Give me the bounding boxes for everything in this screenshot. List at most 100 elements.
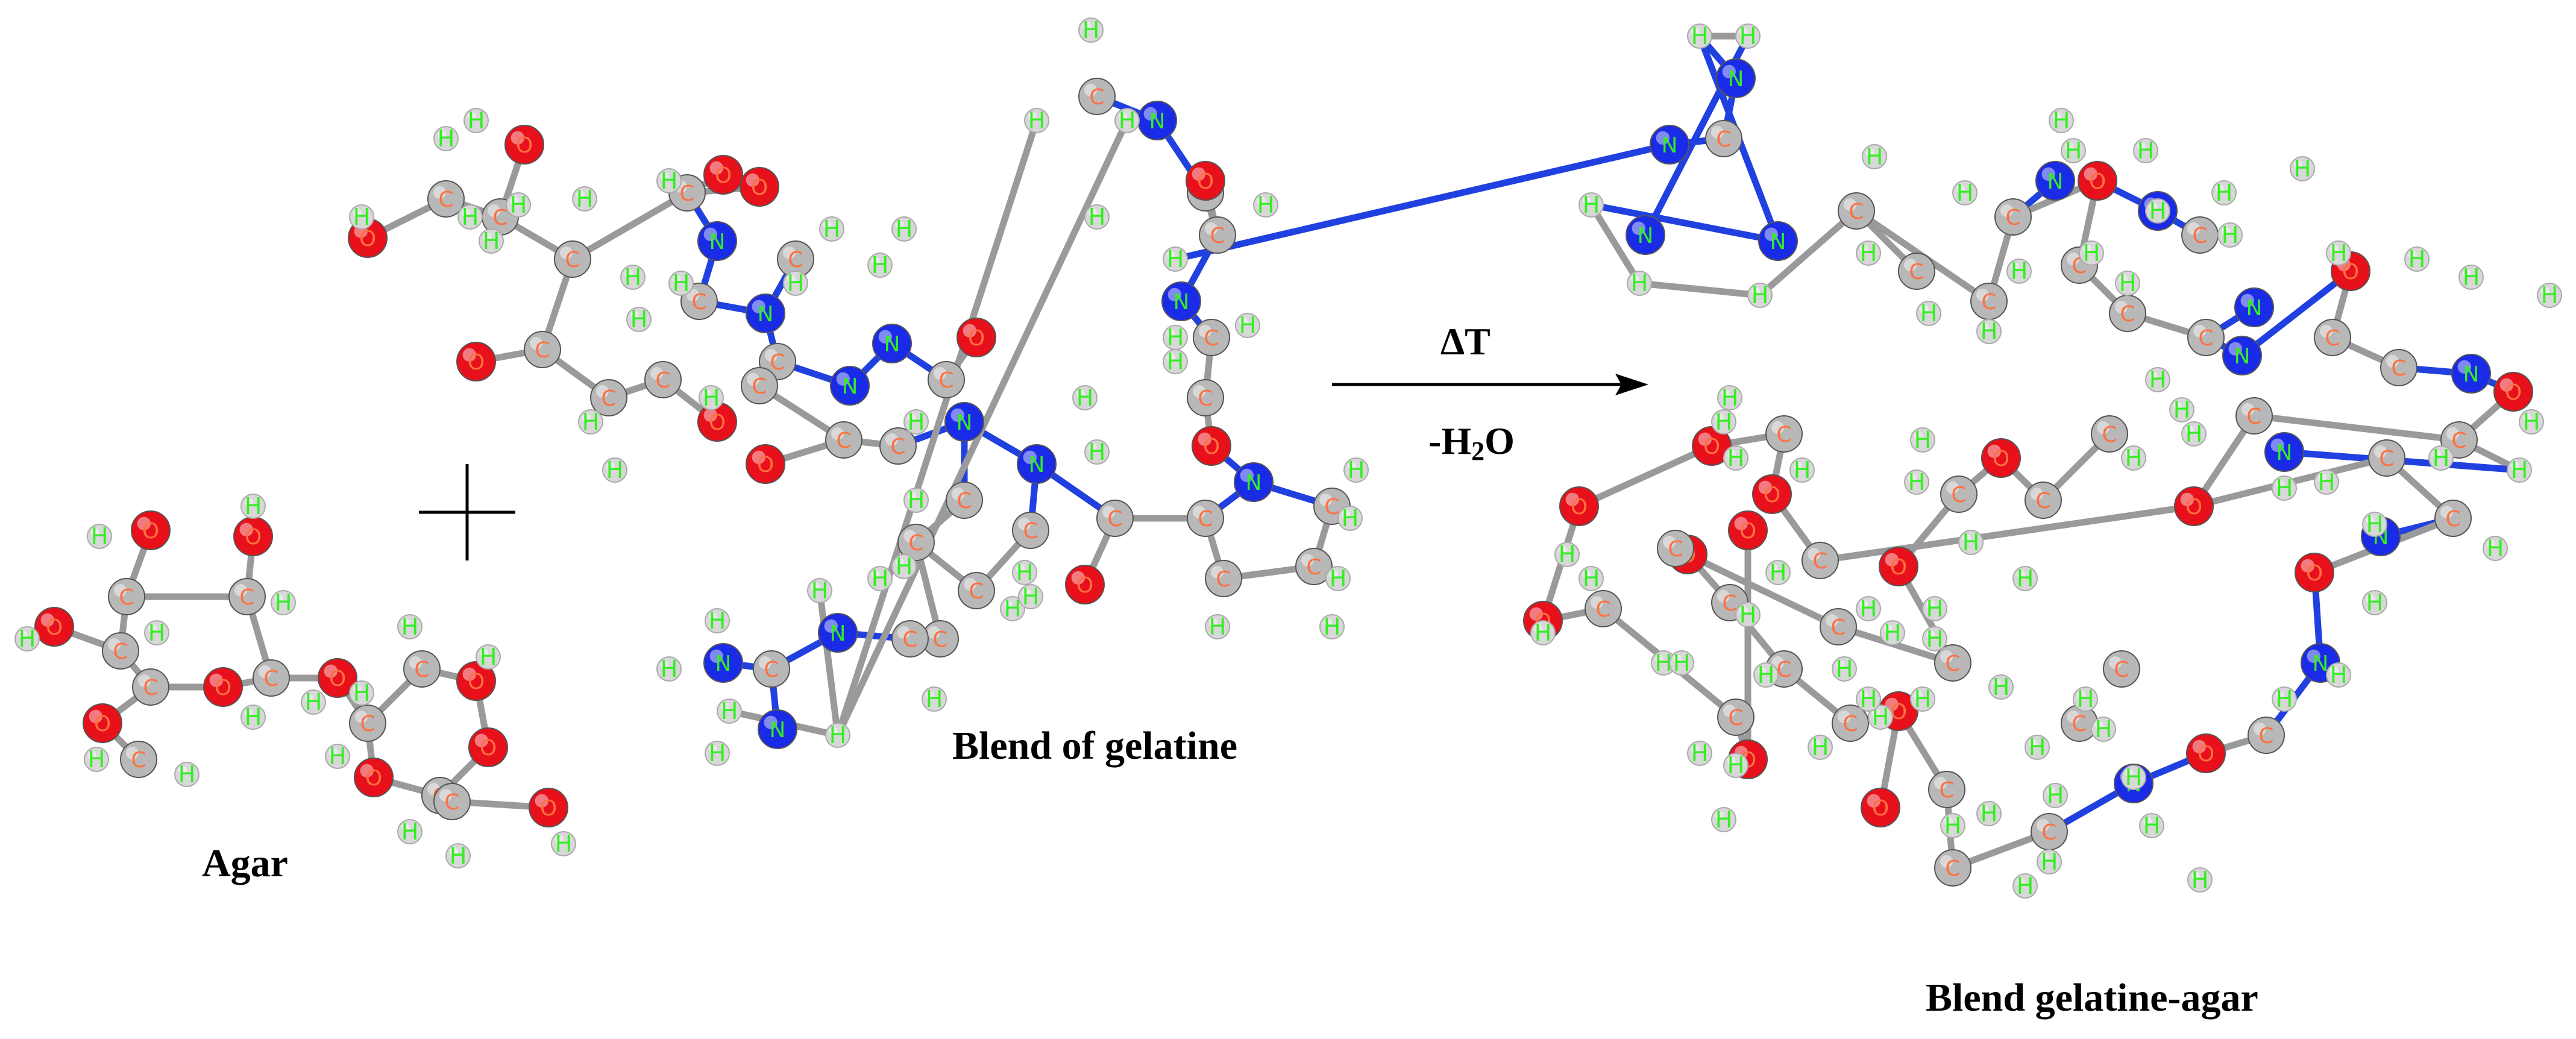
hydrogen-atom-sphere — [1000, 596, 1025, 621]
bond — [1588, 201, 1782, 245]
carbon-atom-sphere — [897, 524, 935, 561]
atom-highlight — [1721, 389, 1730, 398]
hydrogen-atom-sphere — [602, 457, 627, 483]
atom-highlight — [353, 685, 362, 693]
atom-symbol: C — [1945, 856, 1960, 881]
hydrogen-atom: H — [1856, 686, 1881, 712]
operators — [419, 374, 1648, 560]
atom-highlight — [928, 626, 940, 639]
atom-highlight — [488, 204, 500, 217]
atom-symbol: C — [414, 658, 429, 682]
hydrogen-atom: H — [2073, 686, 2098, 712]
atom-symbol: C — [890, 435, 905, 459]
carbon-atom: C — [741, 367, 778, 404]
atom-highlight — [2301, 559, 2314, 573]
nitrogen-atom: N — [1650, 125, 1689, 165]
carbon-atom-sphere — [1994, 198, 2032, 236]
atom-symbol: H — [661, 656, 678, 682]
atom-symbol: O — [468, 350, 485, 375]
atom-symbol: H — [721, 698, 738, 724]
atom-symbol: C — [1945, 651, 1960, 676]
atom-highlight — [2185, 425, 2194, 434]
hydrogen-atom: H — [2272, 686, 2297, 712]
carbon-atom: C — [1934, 849, 1971, 887]
hydrogen-atom: H — [903, 487, 929, 513]
oxygen-atom-sphere — [2174, 486, 2214, 526]
carbon-atom-sphere — [879, 427, 917, 465]
carbon-atom: C — [2091, 415, 2128, 453]
oxygen-atom: O — [697, 402, 737, 442]
hydrogen-atom-sphere — [825, 723, 850, 748]
atom-highlight — [1167, 287, 1182, 301]
nitrogen-atom: N — [944, 402, 984, 442]
oxygen-atom: O — [2186, 733, 2226, 773]
hydrogen-atom-sphere — [1862, 144, 1887, 169]
atom-highlight — [2173, 401, 2182, 410]
atom-highlight — [510, 131, 524, 145]
atom-symbol: H — [2433, 445, 2450, 471]
hydrogen-atom-sphere — [1579, 566, 1604, 591]
atom-symbol: H — [2125, 764, 2143, 791]
atom-symbol: H — [1028, 107, 1046, 134]
atom-highlight — [908, 413, 916, 422]
hydrogen-atom-sphere — [2006, 259, 2032, 284]
atom-symbol: C — [1776, 658, 1791, 682]
atom-highlight — [438, 130, 446, 139]
carbon-atom-sphere — [120, 741, 157, 778]
atom-highlight — [483, 233, 491, 241]
carbon-atom: C — [928, 361, 965, 398]
hydrogen-atom-sphere — [174, 762, 199, 787]
atom-symbol: H — [1770, 559, 1787, 586]
atom-highlight — [2228, 342, 2242, 356]
atom-highlight — [2097, 421, 2109, 434]
atom-highlight — [355, 711, 368, 723]
hydrogen-atom-sphere — [1114, 108, 1140, 133]
atom-highlight — [1240, 468, 1254, 482]
hydrogen-atom: H — [240, 493, 266, 520]
atom-highlight — [934, 367, 946, 380]
atom-highlight — [1884, 624, 1893, 633]
atom-symbol: H — [896, 553, 913, 580]
atom-symbol: C — [239, 585, 254, 610]
hydrogen-atom: H — [84, 746, 109, 773]
atom-highlight — [401, 823, 410, 832]
atom-symbol: C — [691, 290, 706, 315]
carbon-atom: C — [2235, 397, 2273, 435]
hydrogen-atom-sphere — [1325, 566, 1351, 591]
carbon-atom: C — [1187, 500, 1224, 537]
oxygen-atom: O — [1692, 426, 1732, 466]
atom-symbol: C — [1776, 422, 1791, 447]
atom-symbol: N — [2313, 651, 2329, 676]
atom-highlight — [1535, 624, 1543, 633]
carbon-atom-sphere — [2440, 421, 2478, 459]
atom-symbol: H — [2065, 137, 2082, 164]
hydrogen-atom: H — [2139, 812, 2164, 839]
hydrogen-atom: H — [301, 689, 326, 715]
hydrogen-atom: H — [1205, 614, 1230, 640]
atom-symbol: O — [359, 227, 376, 251]
atom-highlight — [1739, 606, 1748, 615]
nitrogen-atom-sphere — [1626, 215, 1665, 255]
carbon-atom: C — [1193, 319, 1230, 356]
hydrogen-atom-sphere — [705, 608, 730, 633]
atom-symbol: O — [480, 736, 497, 761]
atom-symbol: O — [968, 326, 985, 351]
atom-symbol: H — [673, 270, 690, 297]
hydrogen-atom: H — [1910, 686, 1935, 712]
hydrogen-atom: H — [1325, 565, 1351, 592]
hydrogen-atom: H — [2326, 240, 2351, 266]
atom-symbol: O — [2505, 380, 2522, 405]
atom-symbol: C — [2035, 489, 2050, 513]
atom-highlight — [1583, 196, 1591, 205]
atom-highlight — [462, 667, 476, 682]
hydrogen-atom-sphere — [1808, 735, 1833, 760]
atom-symbol: H — [1583, 565, 1600, 592]
hydrogen-atom: H — [2290, 155, 2315, 182]
hydrogen-atom-sphere — [2079, 240, 2104, 266]
hydrogen-atom-sphere — [1910, 427, 1935, 453]
hydrogen-atom-sphere — [2145, 198, 2170, 224]
hydrogen-atom-sphere — [1868, 705, 1893, 730]
atom-symbol: C — [2114, 658, 2129, 682]
atom-symbol: H — [1691, 23, 1709, 49]
oxygen-atom: O — [1186, 161, 1225, 201]
